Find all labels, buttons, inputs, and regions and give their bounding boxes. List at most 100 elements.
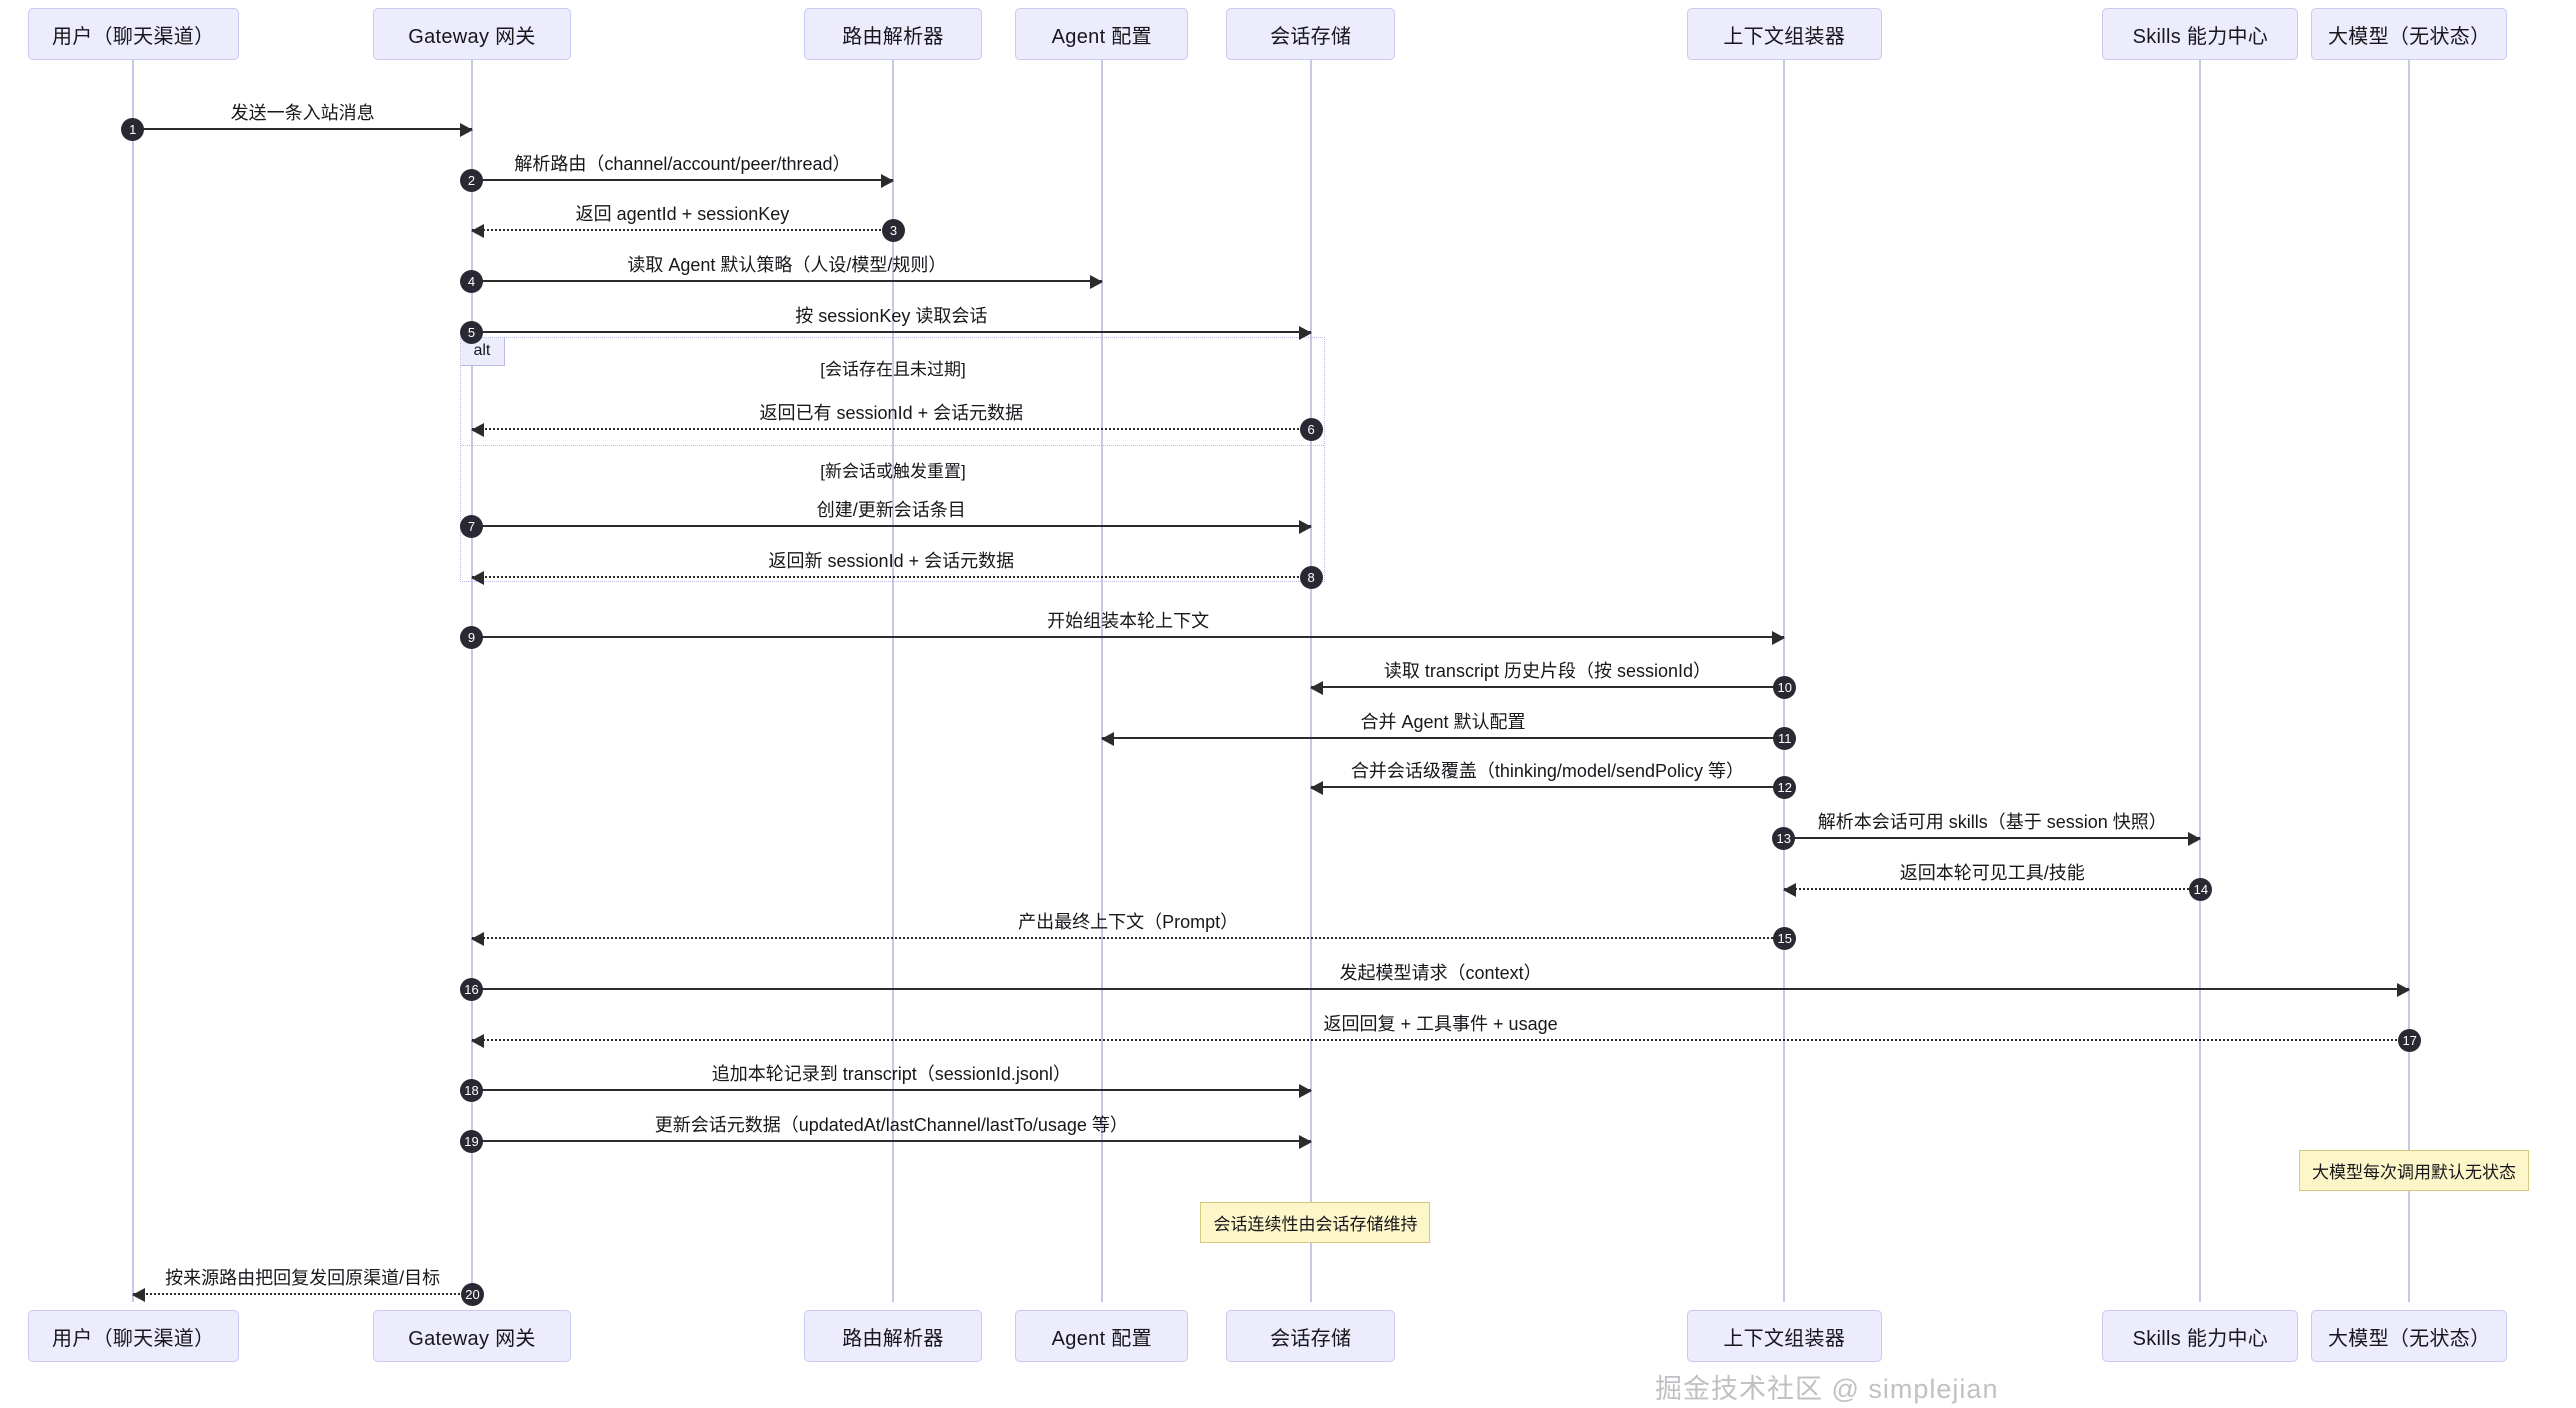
participant-user-top[interactable]: 用户（聊天渠道） [27, 8, 239, 60]
sequence-number-badge-13: 13 [1772, 827, 1796, 851]
message-20: 按来源路由把回复发回原渠道/目标 20 [132, 1268, 484, 1306]
fragment-divider [461, 445, 1325, 446]
sequence-number-badge-17: 17 [2398, 1029, 2422, 1053]
participant-gateway-bottom[interactable]: Gateway 网关 [372, 1310, 571, 1362]
message-11: 合并 Agent 默认配置 11 [1100, 712, 1797, 750]
message-5: 按 sessionKey 读取会话 5 [459, 306, 1312, 344]
participant-label: 大模型（无状态） [2327, 1327, 2491, 1350]
sequence-number-badge-3: 3 [881, 218, 905, 242]
message-2: 解析路由（channel/account/peer/thread） 2 [459, 154, 894, 193]
message-12: 合并会话级覆盖（thinking/model/sendPolicy 等） 12 [1309, 761, 1797, 800]
participant-router-bottom[interactable]: 路由解析器 [803, 1310, 983, 1362]
arrowhead-icon [470, 1034, 484, 1049]
participant-label: 路由解析器 [842, 1327, 944, 1350]
participant-session-bottom[interactable]: 会话存储 [1226, 1310, 1395, 1362]
lifeline-llm [2408, 52, 2411, 1302]
participant-router-top[interactable]: 路由解析器 [803, 8, 983, 60]
participant-label: 上下文组装器 [1723, 25, 1846, 48]
message-label-10: 读取 transcript 历史片段（按 sessionId） [1383, 660, 1711, 681]
message-15: 产出最终上下文（Prompt）15 [470, 912, 1797, 951]
message-10: 读取 transcript 历史片段（按 sessionId） 10 [1309, 661, 1797, 699]
participant-label: 路由解析器 [842, 25, 944, 48]
participant-label: Skills 能力中心 [2132, 1327, 2269, 1350]
sequence-number-badge-19: 19 [459, 1129, 483, 1153]
sequence-number-badge-20: 20 [460, 1282, 484, 1306]
message-label-16: 发起模型请求（context） [1339, 963, 1542, 984]
message-8: 返回新 sessionId + 会话元数据 8 [470, 551, 1323, 589]
message-4: 读取 Agent 默认策略（人设/模型/规则） 4 [459, 255, 1103, 293]
arrowhead-icon [470, 570, 484, 585]
lifeline-router [891, 52, 894, 1302]
participant-label: 用户（聊天渠道） [51, 1327, 215, 1350]
arrowhead-icon [2397, 983, 2411, 998]
arrowhead-icon [1298, 519, 1312, 534]
participant-agentcfg-top[interactable]: Agent 配置 [1015, 8, 1189, 60]
message-label-9: 开始组装本轮上下文 [1047, 611, 1210, 632]
message-18: 追加本轮记录到 transcript（sessionId.jsonl）18 [459, 1064, 1312, 1102]
message-label-13: 解析本会话可用 skills（基于 session 快照） [1817, 812, 2167, 833]
participant-label: Skills 能力中心 [2132, 25, 2269, 48]
arrowhead-icon [1100, 731, 1114, 746]
arrowhead-icon [1298, 1083, 1312, 1098]
sequence-number-badge-2: 2 [459, 169, 483, 193]
sequence-number-badge-12: 12 [1773, 776, 1797, 800]
arrowhead-icon [1089, 274, 1103, 289]
arrowhead-icon [1772, 631, 1786, 646]
message-7: 创建/更新会话条目 7 [459, 500, 1312, 538]
participant-llm-bottom[interactable]: 大模型（无状态） [2311, 1310, 2508, 1362]
message-label-2: 解析路由（channel/account/peer/thread） [514, 154, 851, 175]
participant-session-top[interactable]: 会话存储 [1226, 8, 1395, 60]
participant-label: 用户（聊天渠道） [51, 25, 215, 48]
note-session: 会话连续性由会话存储维持 [1200, 1202, 1431, 1244]
lifeline-gateway [470, 52, 473, 1302]
message-label-7: 创建/更新会话条目 [816, 499, 966, 520]
participant-llm-top[interactable]: 大模型（无状态） [2311, 8, 2508, 60]
participant-skills-bottom[interactable]: Skills 能力中心 [2102, 1310, 2299, 1362]
sequence-number-badge-11: 11 [1773, 726, 1797, 750]
participant-agentcfg-bottom[interactable]: Agent 配置 [1015, 1310, 1189, 1362]
message-label-12: 合并会话级覆盖（thinking/model/sendPolicy 等） [1350, 761, 1745, 782]
message-label-19: 更新会话元数据（updatedAt/lastChannel/lastTo/usa… [654, 1114, 1128, 1135]
arrowhead-icon [470, 223, 484, 238]
participant-context-top[interactable]: 上下文组装器 [1686, 8, 1882, 60]
sequence-number-badge-8: 8 [1299, 565, 1323, 589]
message-9: 开始组装本轮上下文 9 [459, 611, 1786, 650]
message-label-15: 产出最终上下文（Prompt） [1018, 912, 1239, 933]
sequence-number-badge-10: 10 [1773, 675, 1797, 699]
arrowhead-icon [880, 174, 894, 189]
lifeline-user [132, 52, 135, 1302]
participant-label: 会话存储 [1270, 1327, 1352, 1350]
participant-user-bottom[interactable]: 用户（聊天渠道） [27, 1310, 239, 1362]
message-label-11: 合并 Agent 默认配置 [1360, 711, 1526, 732]
arrowhead-icon [1298, 325, 1312, 340]
sequence-number-badge-16: 16 [459, 978, 483, 1002]
message-label-8: 返回新 sessionId + 会话元数据 [768, 550, 1015, 571]
message-label-5: 按 sessionKey 读取会话 [795, 305, 988, 326]
sequence-number-badge-7: 7 [459, 514, 483, 538]
sequence-number-badge-18: 18 [459, 1078, 483, 1102]
participant-label: Agent 配置 [1051, 25, 1152, 48]
arrowhead-icon [2188, 832, 2202, 847]
sequence-number-badge-14: 14 [2189, 878, 2213, 902]
participant-skills-top[interactable]: Skills 能力中心 [2102, 8, 2299, 60]
arrowhead-icon [1309, 680, 1323, 695]
participant-context-bottom[interactable]: 上下文组装器 [1686, 1310, 1882, 1362]
message-label-17: 返回回复 + 工具事件 + usage [1323, 1014, 1558, 1035]
participant-gateway-top[interactable]: Gateway 网关 [372, 8, 571, 60]
sequence-number-badge-4: 4 [459, 269, 483, 293]
participant-label: Gateway 网关 [408, 25, 536, 48]
watermark: 掘金技术社区 @ simplejian [1655, 1374, 1999, 1404]
lifeline-skills [2199, 52, 2202, 1302]
message-label-4: 读取 Agent 默认策略（人设/模型/规则） [627, 254, 947, 275]
message-label-1: 发送一条入站消息 [230, 103, 375, 124]
message-17: 返回回复 + 工具事件 + usage 17 [470, 1014, 2422, 1053]
fragment-condition: [会话存在且未过期] [820, 359, 966, 379]
sequence-number-badge-9: 9 [459, 626, 483, 650]
message-label-20: 按来源路由把回复发回原渠道/目标 [165, 1267, 441, 1288]
sequence-number-badge-5: 5 [459, 320, 483, 344]
fragment-condition: [新会话或触发重置] [820, 461, 966, 481]
